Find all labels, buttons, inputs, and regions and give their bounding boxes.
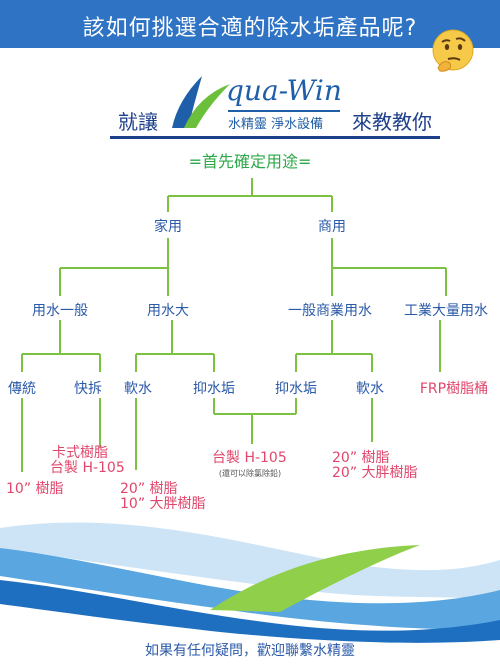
node-household-general: 用水一般	[32, 303, 88, 319]
subtitle: =首先確定用途=	[188, 152, 312, 171]
product-household-softener-20: 20” 樹脂	[120, 481, 178, 497]
node-scale-inhibitor-household: 抑水垢	[193, 381, 235, 397]
node-commercial-general: 一般商業用水	[288, 303, 372, 319]
svg-text:qua-Win: qua-Win	[226, 74, 342, 107]
aqua-win-logo: qua-Win 水精靈 淨水設備	[172, 74, 342, 132]
node-softener-household: 軟水	[124, 381, 152, 397]
brand-underline	[110, 136, 440, 139]
node-quick-disconnect: 快拆	[74, 381, 102, 397]
product-h105-note: (還可以除氯除鉛)	[218, 469, 282, 478]
product-household-softener-10-large: 10” 大胖樹脂	[120, 496, 206, 512]
brand-left-text: 就讓	[118, 110, 158, 134]
brand-right-text: 來教教你	[352, 110, 432, 134]
product-traditional-resin: 10” 樹脂	[6, 481, 64, 497]
node-softener-commercial: 軟水	[356, 381, 384, 397]
node-commercial: 商用	[318, 219, 346, 235]
node-commercial-industrial: 工業大量用水	[404, 303, 488, 319]
node-household-heavy: 用水大	[147, 303, 189, 319]
node-frp-tank: FRP樹脂桶	[419, 381, 489, 397]
header-banner: 該如何挑選合適的除水垢產品呢?	[0, 0, 500, 48]
thinking-face-icon	[432, 29, 474, 72]
svg-text:水精靈 淨水設備: 水精靈 淨水設備	[228, 116, 323, 132]
product-h105: 台製 H-105	[212, 450, 287, 466]
node-scale-inhibitor-commercial: 抑水垢	[275, 381, 317, 397]
brand-line: 就讓 qua-Win 水精靈 淨水設備 來教教你	[0, 62, 500, 142]
node-traditional: 傳統	[8, 381, 36, 397]
product-cartridge-resin: 卡式樹脂	[52, 445, 108, 461]
product-commercial-softener-20-large: 20” 大胖樹脂	[332, 465, 418, 481]
product-cartridge-h105: 台製 H-105	[50, 460, 125, 476]
product-commercial-softener-20: 20” 樹脂	[332, 450, 390, 466]
footer-contact: 如果有任何疑問，歡迎聯繫水精靈	[145, 643, 355, 659]
page-title: 該如何挑選合適的除水垢產品呢?	[82, 16, 418, 41]
node-household: 家用	[154, 219, 182, 235]
